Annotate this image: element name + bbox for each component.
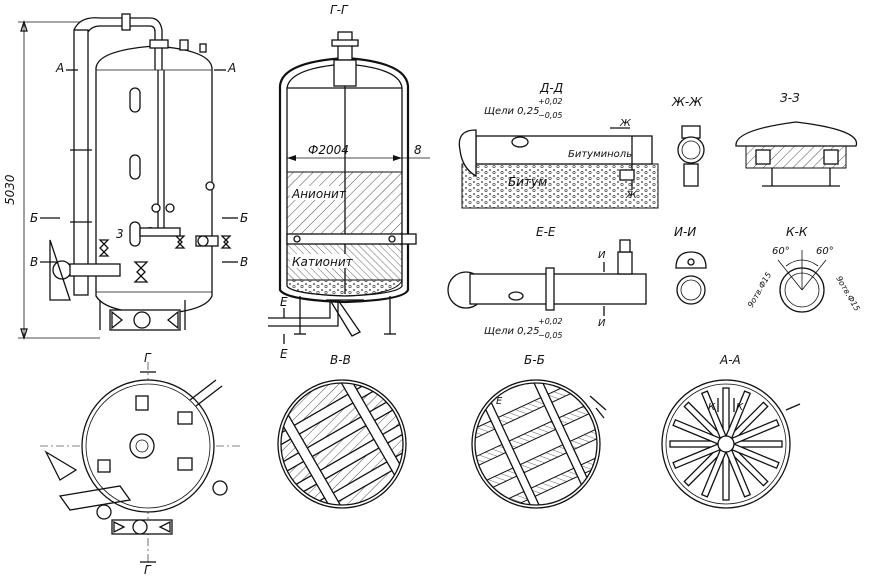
section-title-aa: А-А bbox=[719, 353, 741, 367]
label-anionite: Анионит bbox=[291, 187, 347, 201]
section-vv-view: В-В bbox=[277, 353, 407, 509]
callout-3-left: 3 bbox=[116, 227, 124, 241]
section-mark-a-right: А bbox=[227, 61, 236, 75]
slot-tol-minus-ee: −0,05 bbox=[538, 331, 563, 340]
section-title-ii: И-И bbox=[674, 225, 696, 239]
dimension-height: 5030 bbox=[3, 174, 17, 205]
section-mark-e-bottom: Е bbox=[280, 347, 288, 361]
section-aa-view: А-А К К bbox=[661, 353, 801, 509]
section-mark-i-bottom: И bbox=[598, 318, 606, 329]
section-title-zhzh: Ж-Ж bbox=[671, 95, 703, 109]
section-title-vv: В-В bbox=[330, 353, 351, 367]
slot-tol-minus-dd: −0,05 bbox=[538, 111, 563, 120]
label-bitumen: Битум bbox=[508, 175, 547, 189]
section-mark-k-left: К bbox=[708, 402, 716, 413]
section-gg-view: Г-Г Ф2004 8 Анионит Катионит bbox=[268, 3, 430, 361]
section-mark-zh-top: Ж bbox=[619, 118, 632, 129]
section-mark-e-bb: Е bbox=[496, 396, 503, 407]
section-title-gg: Г-Г bbox=[330, 3, 349, 17]
section-mark-b-left: Б bbox=[30, 211, 38, 225]
section-mark-g-bottom: Г bbox=[144, 563, 152, 577]
slot-tol-plus-ee: +0,02 bbox=[538, 317, 563, 326]
section-title-kk: К-К bbox=[786, 225, 808, 239]
section-title-zz: З-З bbox=[780, 91, 800, 105]
front-elevation-view: 5030 А А Б Б В bbox=[3, 13, 248, 341]
section-mark-zh-bottom: Ж bbox=[625, 190, 638, 201]
section-mark-g-top: Г bbox=[144, 351, 152, 365]
label-cationite: Катионит bbox=[292, 255, 354, 269]
section-mark-i-top: И bbox=[598, 250, 606, 261]
plan-view: Г Г bbox=[40, 351, 240, 577]
section-mark-v-right: В bbox=[240, 255, 248, 269]
section-mark-k-right: К bbox=[736, 402, 744, 413]
section-mark-v-left: В bbox=[30, 255, 38, 269]
section-title-dd: Д-Д bbox=[539, 81, 563, 95]
angle-right: 60° bbox=[816, 246, 834, 257]
slot-label-dd: Щели 0,25 bbox=[484, 106, 539, 117]
section-kk-view: К-К 60° 60° 9отв.Ф15 9отв.Ф15 bbox=[746, 225, 862, 313]
holes-right: 9отв.Ф15 bbox=[834, 275, 861, 313]
section-dd-view: Д-Д Щели 0,25 +0,02 −0,05 Битум Битумино… bbox=[458, 81, 659, 209]
section-mark-e-top: Е bbox=[280, 295, 288, 309]
section-title-ee: Е-Е bbox=[536, 225, 556, 239]
slot-label-ee: Щели 0,25 bbox=[484, 326, 539, 337]
dimension-wall: 8 bbox=[414, 143, 422, 157]
section-bb-view: Б-Б Е bbox=[471, 353, 607, 509]
section-zhzh-view: Ж-Ж bbox=[671, 95, 705, 187]
section-zz-view: З-З bbox=[735, 91, 858, 187]
section-title-bb: Б-Б bbox=[524, 353, 545, 367]
angle-left: 60° bbox=[772, 246, 790, 257]
slot-tol-plus-dd: +0,02 bbox=[538, 97, 563, 106]
section-ee-view: Е-Е И И Щели 0,25 +0,02 −0,05 bbox=[447, 225, 647, 340]
dimension-diameter: Ф2004 bbox=[308, 143, 349, 157]
label-bituminol: Битуминоль bbox=[568, 149, 632, 160]
section-ii-view: И-И bbox=[674, 225, 707, 305]
section-mark-a-left: А bbox=[55, 61, 64, 75]
holes-left: 9отв.Ф15 bbox=[746, 271, 773, 309]
section-mark-b-right: Б bbox=[240, 211, 248, 225]
